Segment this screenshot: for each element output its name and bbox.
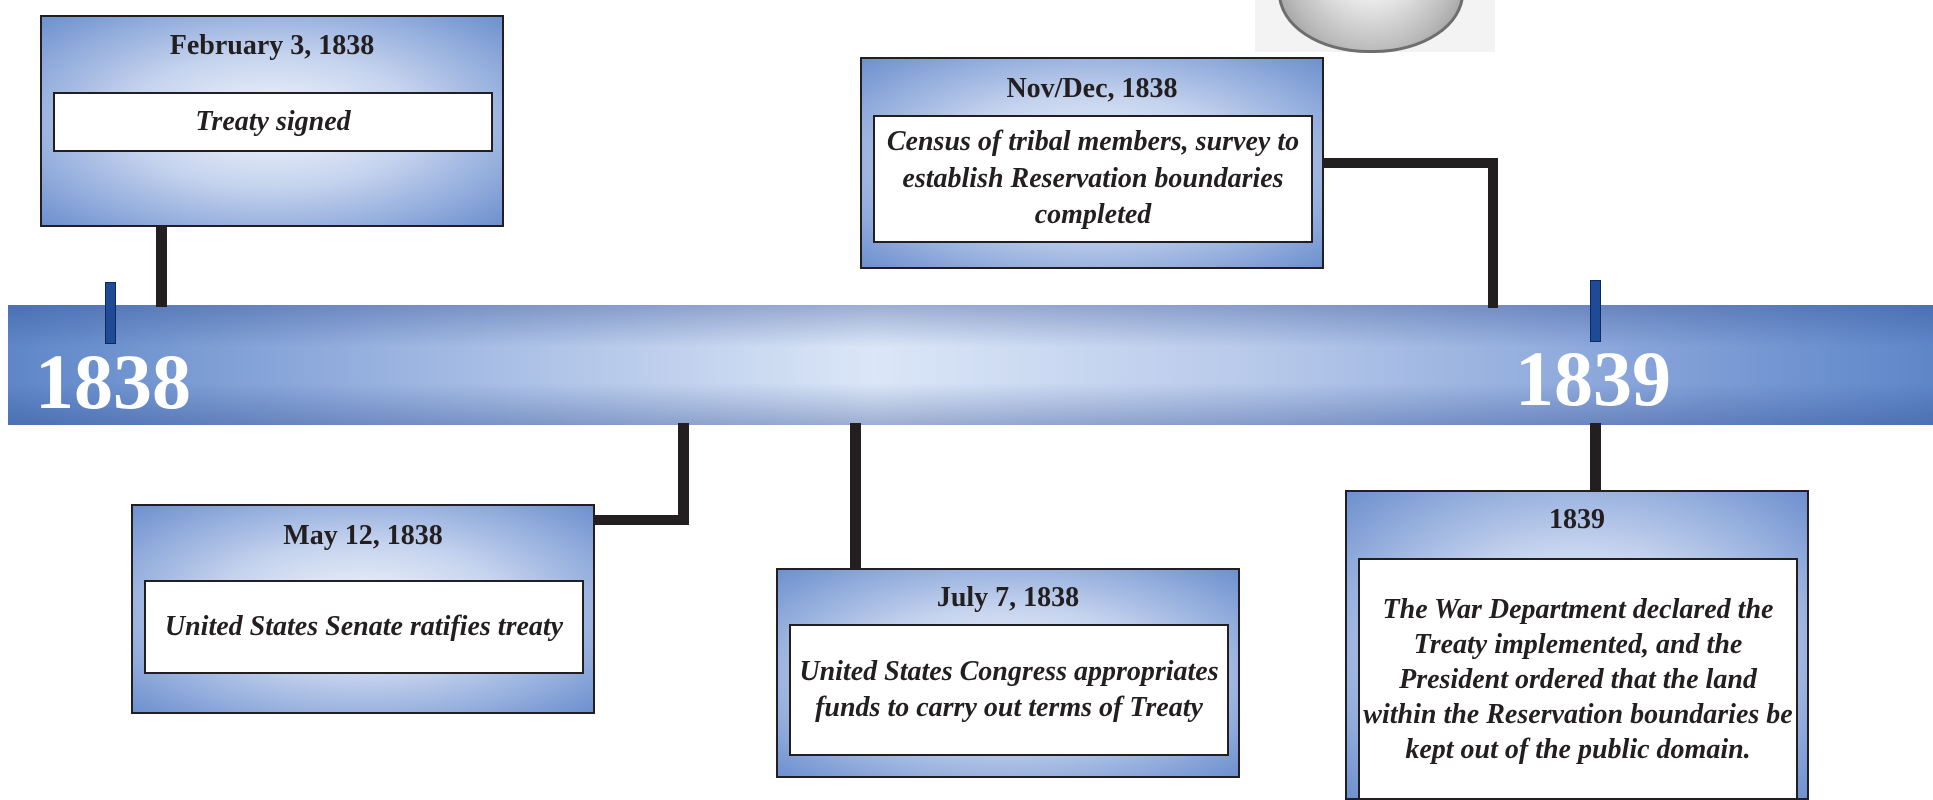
event-card: July 7, 1838 United States Congress appr… — [776, 568, 1240, 778]
event-date: February 3, 1838 — [169, 30, 375, 61]
event-card: February 3, 1838 Treaty signed — [40, 15, 504, 227]
event-card: May 12, 1838 United States Senate ratifi… — [131, 504, 595, 714]
event-description: United States Congress appropriates fund… — [789, 624, 1229, 756]
event-description: Treaty signed — [53, 92, 493, 152]
year-label-1838: 1838 — [35, 338, 191, 425]
connector-line — [1590, 423, 1601, 493]
timeline-bar — [8, 305, 1933, 425]
connector-line — [1320, 158, 1498, 168]
year-tick — [1590, 280, 1601, 342]
year-label-1839: 1839 — [1515, 335, 1671, 422]
event-description: Census of tribal members, survey to esta… — [873, 115, 1313, 243]
event-description: The War Department declared the Treaty i… — [1358, 558, 1798, 800]
event-description: United States Senate ratifies treaty — [144, 580, 584, 674]
event-date: July 7, 1838 — [936, 582, 1080, 613]
connector-line — [850, 423, 861, 570]
event-date: 1839 — [1549, 504, 1605, 535]
event-date: Nov/Dec, 1838 — [1006, 73, 1178, 104]
connector-line — [678, 423, 689, 524]
year-tick — [105, 282, 116, 344]
event-card: 1839 The War Department declared the Tre… — [1345, 490, 1809, 800]
connector-line — [156, 225, 167, 307]
event-date: May 12, 1838 — [283, 520, 443, 551]
connector-line — [1488, 158, 1498, 308]
event-card: Nov/Dec, 1838 Census of tribal members, … — [860, 57, 1324, 269]
connector-line — [594, 515, 689, 525]
